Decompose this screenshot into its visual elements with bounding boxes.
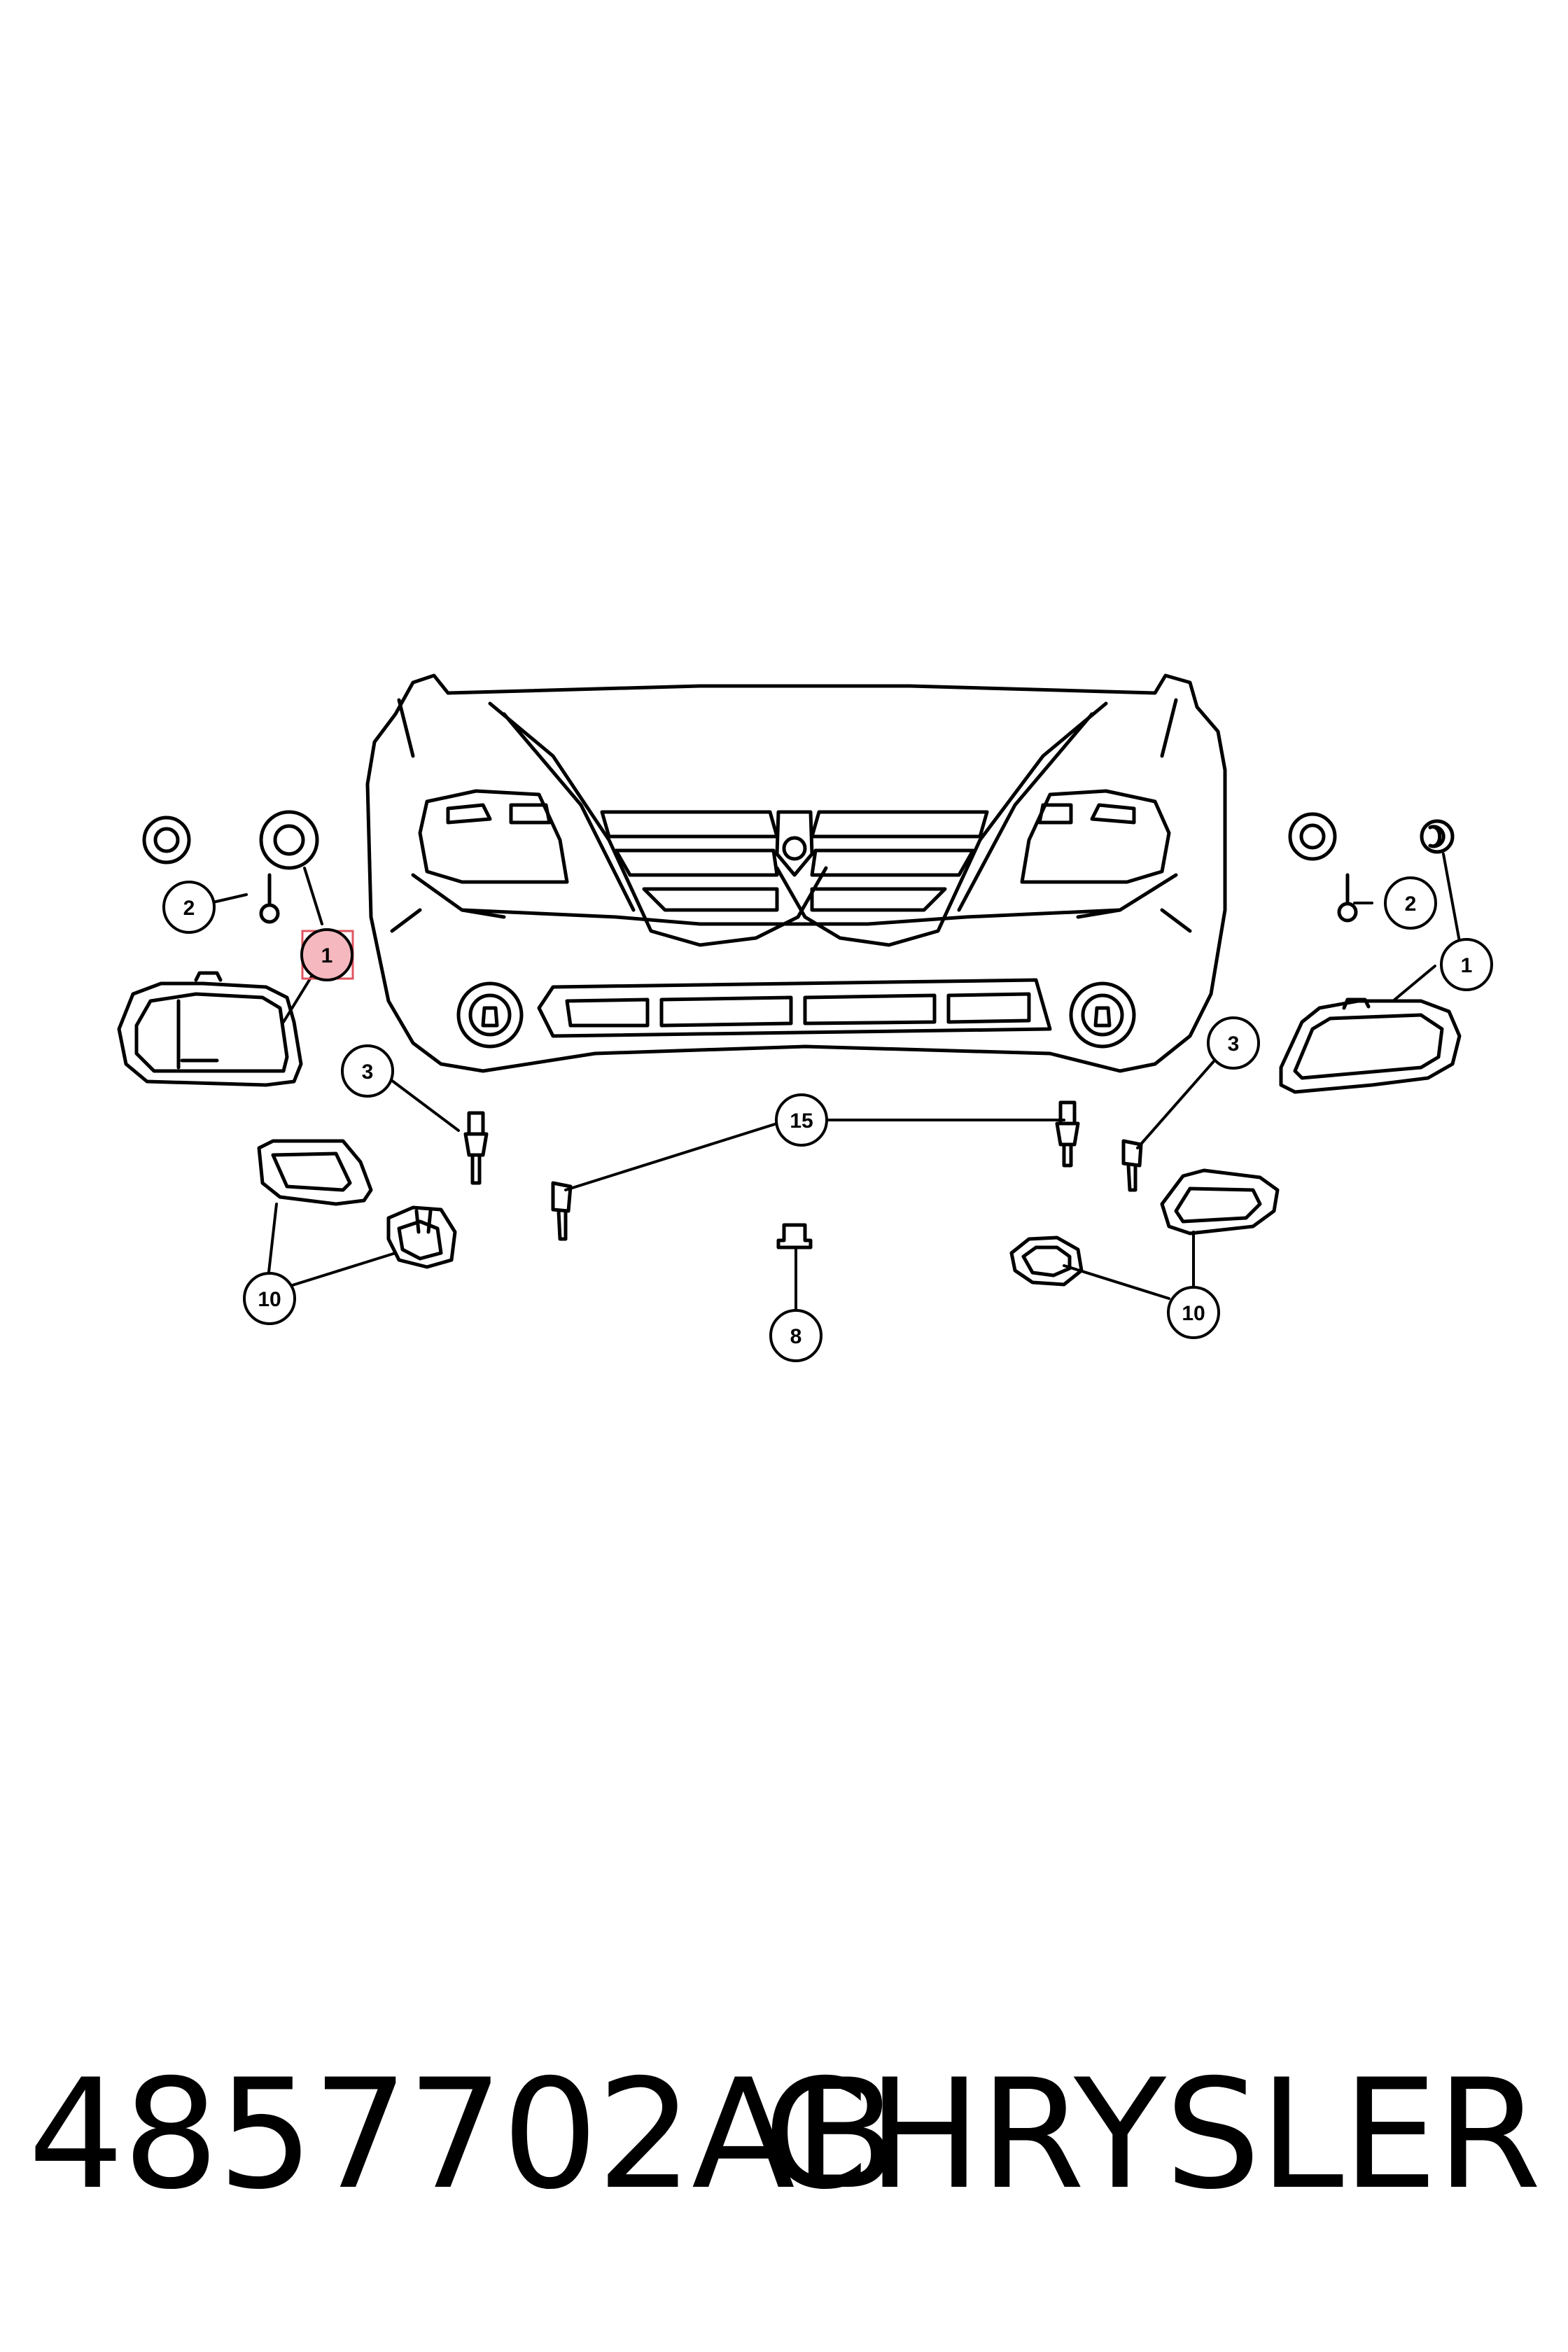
fog-bezel-lower-right	[1009, 1236, 1084, 1287]
fastener-right	[1055, 1100, 1080, 1168]
callout-10-right: 10	[1167, 1286, 1220, 1339]
clip-right	[1337, 873, 1358, 923]
fog-bezel-upper-left	[257, 1139, 373, 1206]
callout-label: 3	[1228, 1032, 1240, 1056]
callout-3-left: 3	[341, 1044, 394, 1098]
front-bumper-fascia	[365, 673, 1227, 1073]
callout-label: 10	[258, 1288, 281, 1311]
headlamp-bezel-left	[117, 971, 303, 1087]
washer-large-left	[259, 810, 319, 870]
callout-10-left: 10	[243, 1272, 296, 1325]
callout-label: 10	[1182, 1302, 1205, 1325]
washer-large-right	[1288, 812, 1337, 861]
clip-center	[776, 1223, 813, 1250]
fastener-left	[463, 1111, 489, 1185]
callout-15: 15	[775, 1093, 828, 1147]
headlamp-bezel-right	[1279, 997, 1462, 1094]
screw-left	[551, 1181, 573, 1241]
callout-2-left: 2	[162, 881, 216, 934]
callout-label: 15	[790, 1110, 813, 1133]
callout-3-right: 3	[1207, 1016, 1260, 1070]
callout-label: 1	[1461, 954, 1473, 977]
fog-bezel-lower-left	[386, 1205, 457, 1269]
callout-label: 2	[1405, 892, 1417, 916]
clip-left	[259, 873, 280, 924]
callout-label: 1	[321, 944, 333, 967]
callout-label: 8	[790, 1325, 802, 1348]
callout-8: 8	[769, 1309, 822, 1362]
washer-crescent-right	[1420, 819, 1455, 854]
screw-right	[1121, 1139, 1143, 1192]
callout-label: 2	[183, 897, 195, 920]
leader-lines	[209, 853, 1461, 1310]
callout-2-right: 2	[1384, 876, 1437, 930]
part-number: 4857702AB	[28, 2047, 897, 2222]
callout-1-left: 1	[300, 928, 354, 981]
callout-1-right: 1	[1440, 938, 1493, 991]
make-name: CHRYSLER	[763, 2047, 1541, 2222]
callout-label: 3	[362, 1060, 374, 1084]
fog-bezel-upper-right	[1160, 1168, 1280, 1236]
caption: 4857702AB CHRYSLER	[28, 2044, 1541, 2226]
washer-small-left	[142, 816, 191, 864]
